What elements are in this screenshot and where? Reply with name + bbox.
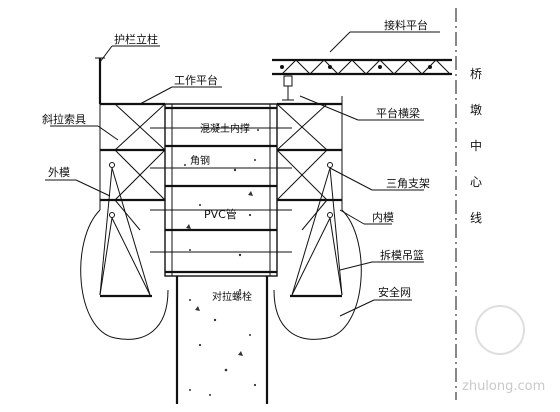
- label-concrete-inner-support: 混凝土内撑: [200, 122, 250, 135]
- label-inner-form: 内模: [372, 210, 394, 224]
- pier-centerline-label: 桥 墩 中 心 线: [468, 64, 486, 232]
- label-form-removal-basket: 拆模吊篮: [380, 248, 424, 262]
- centerline-char-1: 桥: [470, 67, 482, 81]
- label-safety-net: 安全网: [378, 285, 411, 299]
- left-basket: [80, 167, 169, 340]
- label-platform-beam: 平台横梁: [376, 106, 420, 120]
- centerline-char-5: 线: [470, 211, 482, 225]
- guardrail-post: [95, 57, 105, 104]
- label-outer-form: 外模: [48, 166, 70, 179]
- tie-bolts: [150, 127, 292, 253]
- label-diagonal-cable: 斜拉索具: [42, 112, 86, 126]
- centerline-char-2: 墩: [470, 103, 482, 117]
- centerline-char-4: 心: [470, 175, 482, 189]
- label-receiving-platform: 接料平台: [384, 18, 428, 32]
- watermark: zhulong.com: [462, 305, 545, 394]
- pier-shaft: [175, 276, 269, 404]
- right-basket: [273, 167, 362, 340]
- watermark-text: zhulong.com: [462, 379, 545, 394]
- label-guardrail-post: 护栏立柱: [114, 32, 158, 46]
- concrete-hatch: [184, 124, 259, 396]
- centerline-char-3: 中: [470, 138, 482, 153]
- hollow-section: [164, 103, 278, 277]
- label-pvc-pipe: PVC管: [204, 207, 237, 221]
- label-triangle-bracket: 三角支架: [386, 177, 430, 190]
- left-scaffold: [99, 96, 166, 231]
- label-work-platform: 工作平台: [174, 73, 218, 87]
- label-angle-steel: 角钢: [190, 154, 210, 167]
- label-tie-bolt: 对拉螺栓: [212, 290, 252, 303]
- right-scaffold: [276, 96, 343, 231]
- leader-lines: [45, 31, 440, 317]
- receiving-platform: [272, 58, 452, 101]
